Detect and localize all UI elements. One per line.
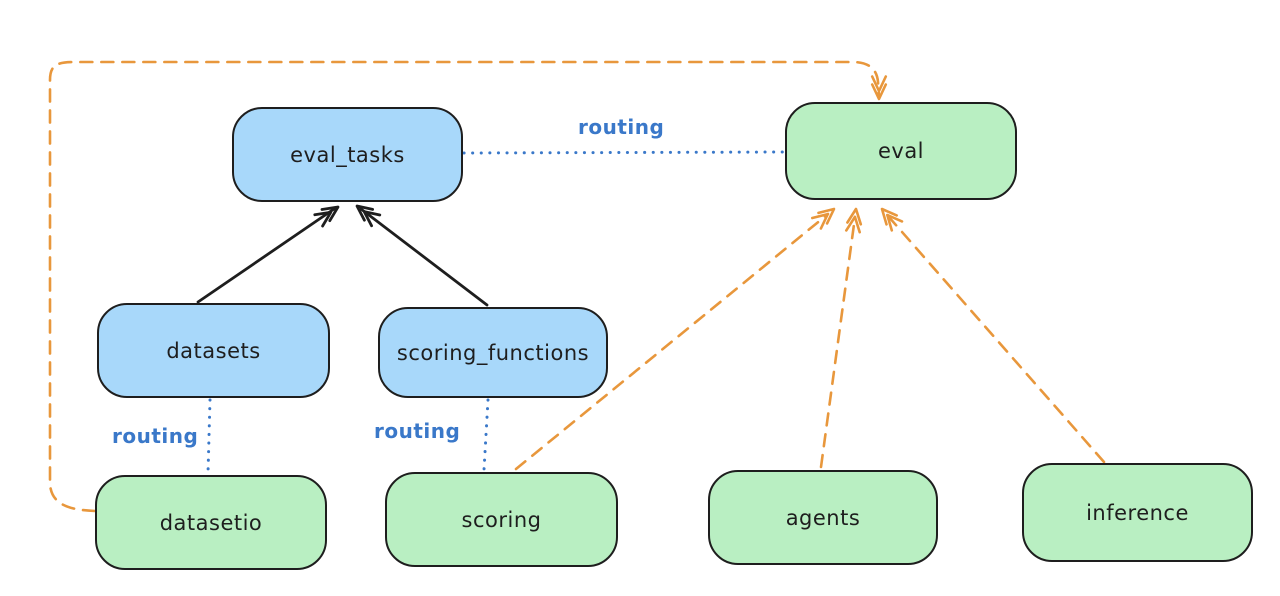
edge-datasetio-to-eval-arrowhead bbox=[870, 75, 888, 101]
node-scoring-label: scoring bbox=[461, 507, 542, 532]
node-agents-label: agents bbox=[785, 505, 861, 530]
edge-scoring-to-eval-arrowhead bbox=[811, 207, 836, 230]
edge-agents-to-eval bbox=[819, 215, 857, 469]
node-eval-tasks-label: eval_tasks bbox=[290, 142, 405, 167]
edge-label-routing-eval-tasks-eval: routing bbox=[578, 115, 665, 139]
node-agents: agents bbox=[708, 470, 938, 565]
edge-scoring-functions-to-eval-tasks-arrowhead bbox=[355, 204, 382, 228]
edge-datasets-to-eval-tasks-arrowhead bbox=[313, 205, 340, 228]
edge-inference-to-eval bbox=[886, 214, 1106, 464]
edge-datasets-to-eval-tasks bbox=[196, 207, 336, 304]
edge-label-routing-datasets-datasetio: routing bbox=[112, 424, 199, 448]
node-datasetio: datasetio bbox=[95, 475, 327, 570]
node-datasets: datasets bbox=[97, 303, 330, 398]
node-scoring-functions: scoring_functions bbox=[378, 307, 608, 398]
edge-datasets-to-datasetio bbox=[206, 398, 212, 475]
node-scoring-functions-label: scoring_functions bbox=[396, 340, 590, 365]
node-inference-label: inference bbox=[1086, 500, 1189, 525]
node-datasets-label: datasets bbox=[166, 338, 261, 363]
edge-scoring-to-eval bbox=[514, 212, 830, 471]
node-eval-tasks: eval_tasks bbox=[232, 107, 463, 202]
edge-scoring-functions-to-eval-tasks bbox=[359, 207, 489, 307]
node-eval-label: eval bbox=[877, 139, 925, 163]
edge-inference-to-eval-arrowhead bbox=[880, 207, 904, 232]
node-eval: eval bbox=[785, 102, 1017, 200]
node-datasetio-label: datasetio bbox=[159, 510, 263, 535]
edge-datasetio-to-eval bbox=[48, 60, 881, 513]
node-scoring: scoring bbox=[385, 472, 618, 567]
edge-eval-tasks-to-eval bbox=[462, 150, 785, 155]
edge-label-routing-scoring-functions-scoring: routing bbox=[374, 419, 461, 443]
edge-agents-to-eval-arrowhead bbox=[845, 207, 863, 234]
node-inference: inference bbox=[1022, 463, 1253, 562]
edge-scoring-functions-to-scoring bbox=[482, 398, 490, 472]
